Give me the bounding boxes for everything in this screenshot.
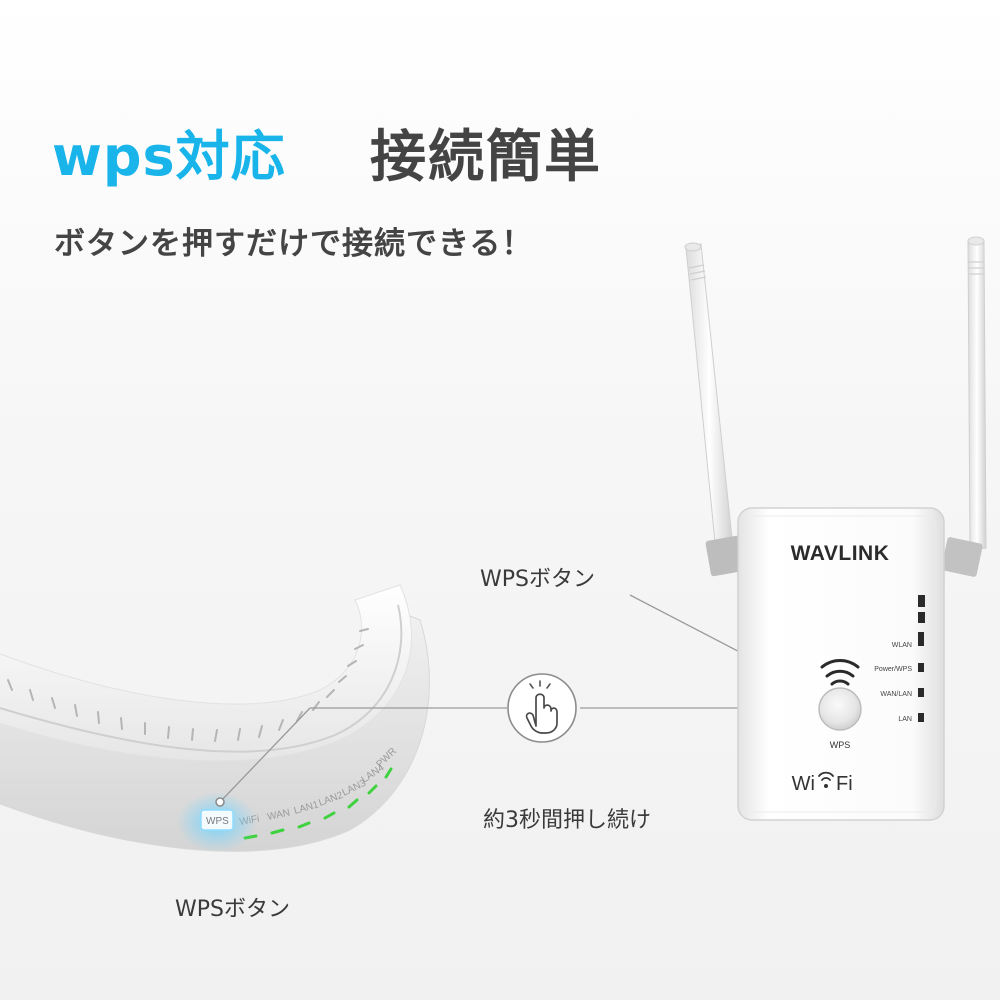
- subheadline: ボタンを押すだけで接続できる！: [54, 226, 534, 262]
- wifi-logo-right: Fi: [836, 773, 853, 795]
- router-vents: [7, 628, 369, 742]
- wifi-logo: Wi Fi: [792, 771, 853, 795]
- led-label-power-wps: Power/WPS: [874, 666, 912, 673]
- wifi-icon: [820, 659, 860, 686]
- headline-easy-connection: 接続簡単: [370, 125, 602, 190]
- extender-led-labels: WLAN Power/WPS WAN/LAN LAN: [874, 642, 912, 723]
- headline-wps-support: wps対応: [52, 125, 286, 188]
- callout-router-wps-button: WPSボタン: [175, 897, 290, 922]
- led-label-wlan: WLAN: [892, 642, 912, 649]
- led-label-wan-lan: WAN/LAN: [880, 691, 912, 698]
- led-label-lan: LAN: [898, 716, 912, 723]
- right-antenna: [967, 239, 987, 551]
- callout-extender-wps-button: WPSボタン: [480, 567, 595, 592]
- router-wps-button[interactable]: [200, 809, 234, 831]
- extender-wps-button[interactable]: [818, 687, 862, 731]
- extender-brand-logo: WAVLINK: [791, 542, 890, 565]
- extender-wps-label: WPS: [830, 740, 851, 750]
- router-connector-dot: [215, 797, 225, 807]
- finger-press-icon: [507, 673, 577, 743]
- wifi-extender: WAVLINK WLAN Power/WPS WAN/LAN LAN WPS: [684, 236, 987, 821]
- router-port-label: WAN: [266, 807, 291, 823]
- callout-hold-instruction: 約3秒間押し続け: [483, 808, 651, 833]
- signal-strength-bars: [918, 595, 925, 623]
- extender-leds: [918, 632, 924, 722]
- wifi-logo-left: Wi: [792, 773, 815, 795]
- left-antenna: [685, 243, 734, 553]
- router-wps-label: WPS: [206, 816, 229, 827]
